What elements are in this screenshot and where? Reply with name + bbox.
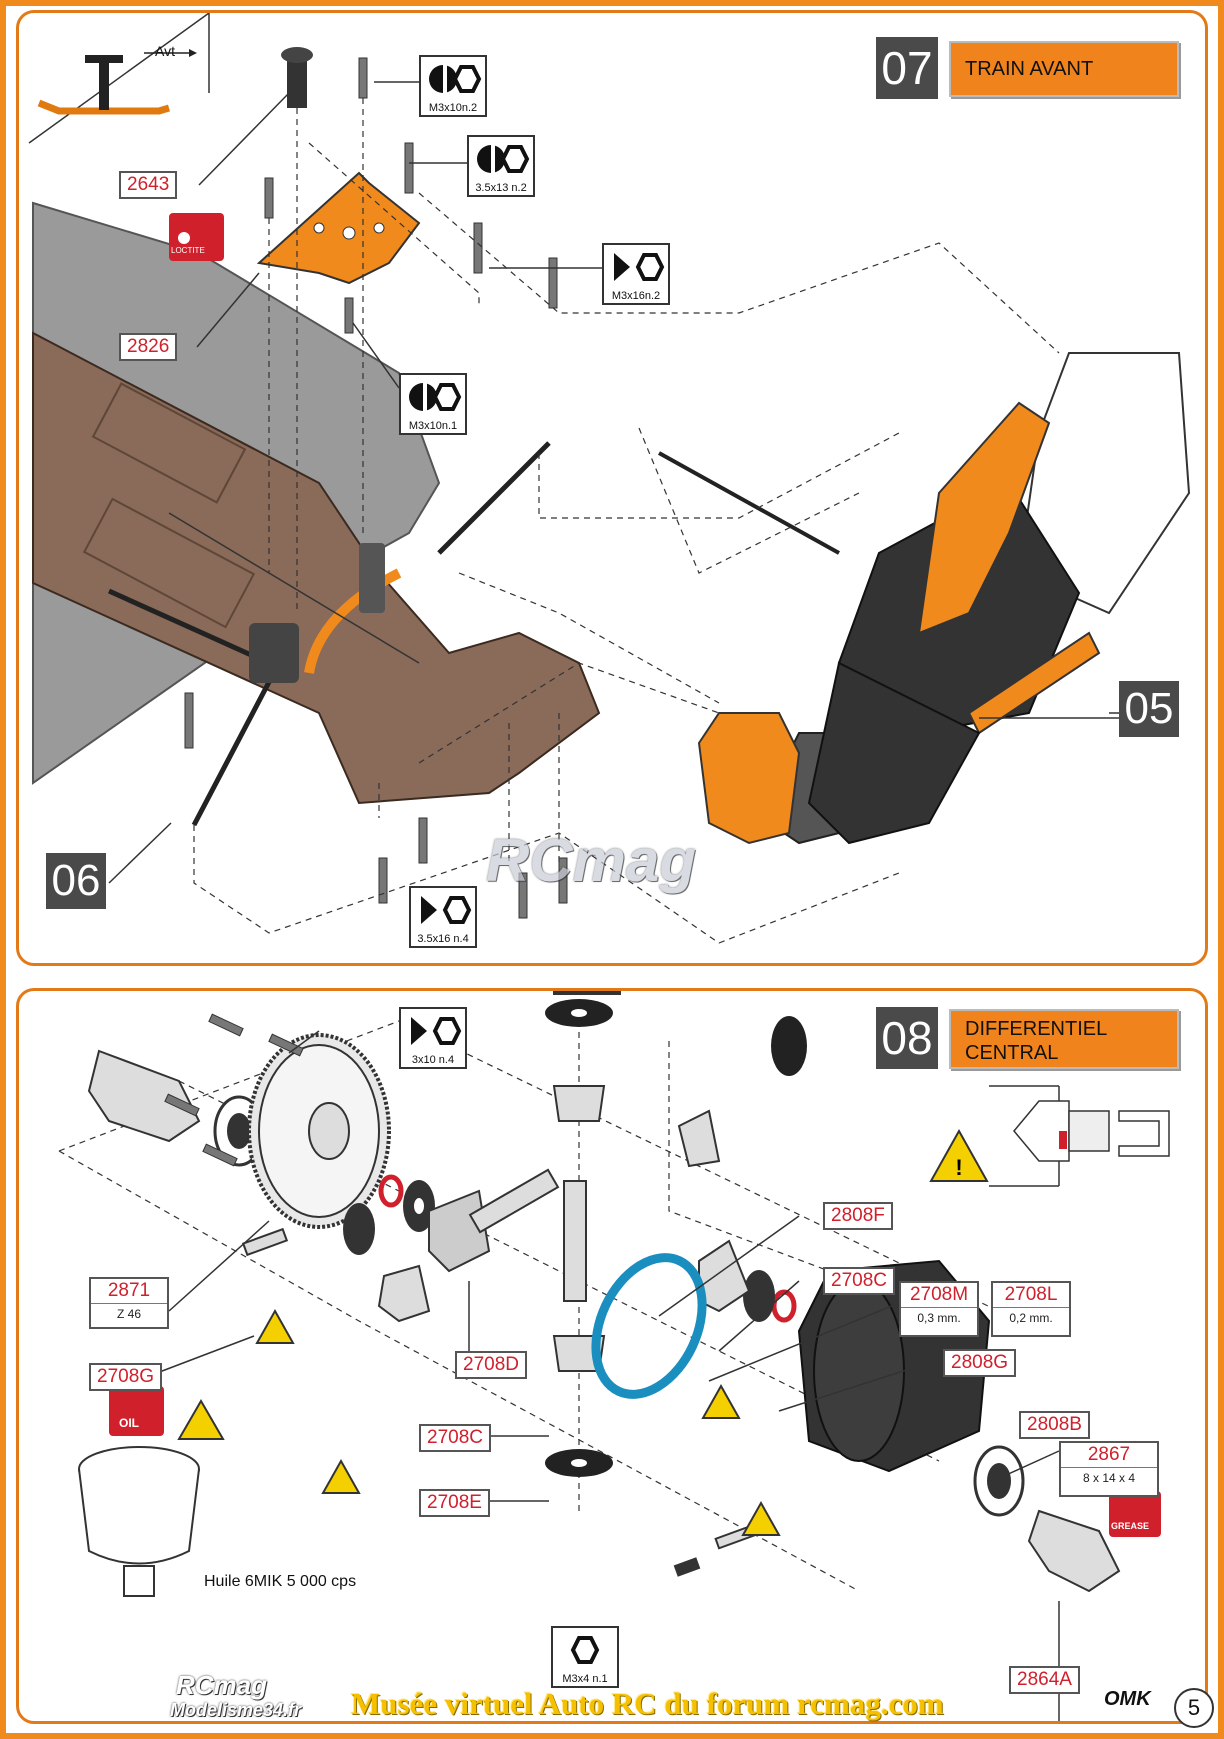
page: 07 TRAIN AVANT Avt 2643 2826 LOCTITE M3x… xyxy=(6,6,1218,1733)
part-code: 2871 xyxy=(91,1279,167,1304)
grease-icon xyxy=(1109,1491,1161,1537)
step-title-line2: CENTRAL xyxy=(965,1042,1059,1064)
part-label-2808G: 2808G xyxy=(943,1349,1017,1377)
part-label-2808B: 2808B xyxy=(1019,1411,1090,1439)
step-title: TRAIN AVANT xyxy=(949,41,1179,97)
rcmag-logo: RCmag xyxy=(176,1670,268,1700)
hub-orange-shape xyxy=(697,712,801,845)
part-box-2708M: 2708M 0,3 mm. xyxy=(899,1281,979,1337)
screw-spec: 3.5x16 n.4 xyxy=(417,933,469,945)
part-label-2708C-lower: 2708C xyxy=(419,1424,491,1452)
svg-text:!: ! xyxy=(955,1155,962,1180)
countersunk-hex-icon xyxy=(401,1009,465,1053)
detail-inset xyxy=(989,1085,1170,1187)
screw-spec: 3x10 n.4 xyxy=(411,1054,455,1066)
screw-badge-3-5x13-2: 3.5x13 n.2 xyxy=(467,135,535,197)
part-code: 2708L xyxy=(993,1283,1069,1308)
step-number: 07 xyxy=(876,37,938,99)
part-box-2867: 2867 8 x 14 x 4 xyxy=(1059,1441,1159,1497)
oil-bottle-icon xyxy=(109,1386,164,1436)
step-07-panel: 07 TRAIN AVANT Avt 2643 2826 LOCTITE M3x… xyxy=(16,10,1208,966)
step-title-line1: DIFFERENTIEL xyxy=(965,1018,1108,1040)
countersunk-hex-icon xyxy=(411,888,475,932)
part-code: 2867 xyxy=(1061,1443,1157,1468)
part-label-2708E: 2708E xyxy=(419,1489,490,1517)
modelisme-logo: Modelisme34.fr xyxy=(170,1700,302,1720)
screw-badge-m3x10-1: M3x10n.1 xyxy=(399,373,467,435)
omk-logo: OMK xyxy=(1104,1688,1151,1710)
center-watermark-logo: RCmag xyxy=(486,827,697,894)
bevel-gear-shape xyxy=(428,1189,491,1273)
oil-note: Huile 6MIK 5 000 cps xyxy=(204,1573,357,1590)
screw-spec: M3x10n.1 xyxy=(408,420,458,432)
reference-step-05: 05 xyxy=(1119,681,1179,737)
part-code: 2708M xyxy=(901,1283,977,1308)
part-box-2871: 2871 Z 46 xyxy=(89,1277,169,1329)
step-08-illustration: ! xyxy=(58,999,1170,1721)
screw-spec: M3x4 n.1 xyxy=(562,1673,608,1685)
direction-label: Avt xyxy=(155,43,175,59)
step-number: 08 xyxy=(876,1007,938,1069)
warning-icon xyxy=(177,1308,781,1536)
part-spec: 0,3 mm. xyxy=(917,1311,961,1325)
screw-spec: M3x10n.2 xyxy=(428,102,478,114)
inset-arm-icon xyxy=(37,99,171,115)
grease-label: GREASE xyxy=(1111,1521,1150,1531)
screw-icon xyxy=(358,57,368,99)
part-label-2643: 2643 xyxy=(119,171,178,199)
reference-step-06: 06 xyxy=(46,853,106,909)
tower-orange-shape xyxy=(917,401,1051,635)
loctite-icon xyxy=(169,213,224,261)
screw-badge-m3x4: M3x4 n.1 xyxy=(551,1626,619,1688)
button-head-hex-icon xyxy=(401,375,465,419)
bracket-2826-shape xyxy=(256,171,421,285)
warning-icon xyxy=(929,1128,989,1182)
part-spec: Z 46 xyxy=(116,1307,141,1321)
part-label-2808F: 2808F xyxy=(823,1202,893,1230)
part-label-2708D: 2708D xyxy=(455,1351,527,1379)
oil-label: OIL xyxy=(119,1416,139,1430)
part-label-2864A: 2864A xyxy=(1009,1666,1080,1694)
page-number: 5 xyxy=(1174,1688,1214,1728)
cross-pin-shape xyxy=(563,1180,587,1302)
outdrive-right-shape xyxy=(1027,1509,1121,1593)
screw-badge-m3x16-2: M3x16n.2 xyxy=(602,243,670,305)
post-2643-shape xyxy=(287,53,307,108)
part-spec: 8 x 14 x 4 xyxy=(1082,1471,1136,1485)
screw-spec: M3x16n.2 xyxy=(611,290,661,302)
part-label-2826: 2826 xyxy=(119,333,178,361)
hex-socket-icon xyxy=(553,1628,617,1672)
screw-badge-m3x4-1 xyxy=(553,991,621,995)
step-07-illustration xyxy=(28,13,1191,944)
step-08-panel: ! xyxy=(16,988,1208,1724)
outdrive-left-shape xyxy=(87,1049,201,1143)
button-head-hex-icon xyxy=(469,137,533,181)
screw-badge-3-5x16-4: 3.5x16 n.4 xyxy=(409,886,477,948)
inset-divider xyxy=(28,13,210,144)
screw-icon xyxy=(208,1013,244,1037)
screw-badge-m3x10-2: M3x10n.2 xyxy=(419,55,487,117)
footer-watermark: Musée virtuel Auto RC du forum rcmag.com xyxy=(351,1686,944,1721)
button-head-hex-icon xyxy=(421,57,485,101)
part-label-2708C-upper: 2708C xyxy=(823,1267,895,1295)
step-title: DIFFERENTIEL CENTRAL xyxy=(949,1009,1179,1069)
part-box-2708L: 2708L 0,2 mm. xyxy=(991,1281,1071,1337)
inset-shaft-icon xyxy=(99,55,109,110)
countersunk-hex-icon xyxy=(604,245,668,289)
gasket-shape xyxy=(591,1253,707,1399)
part-spec: 0,2 mm. xyxy=(1009,1311,1053,1325)
part-label-2708G: 2708G xyxy=(89,1363,163,1391)
screw-spec: 3.5x13 n.2 xyxy=(475,182,527,194)
loctite-label: LOCTITE xyxy=(171,246,205,255)
screw-badge-3x10-4: 3x10 n.4 xyxy=(399,1007,467,1069)
